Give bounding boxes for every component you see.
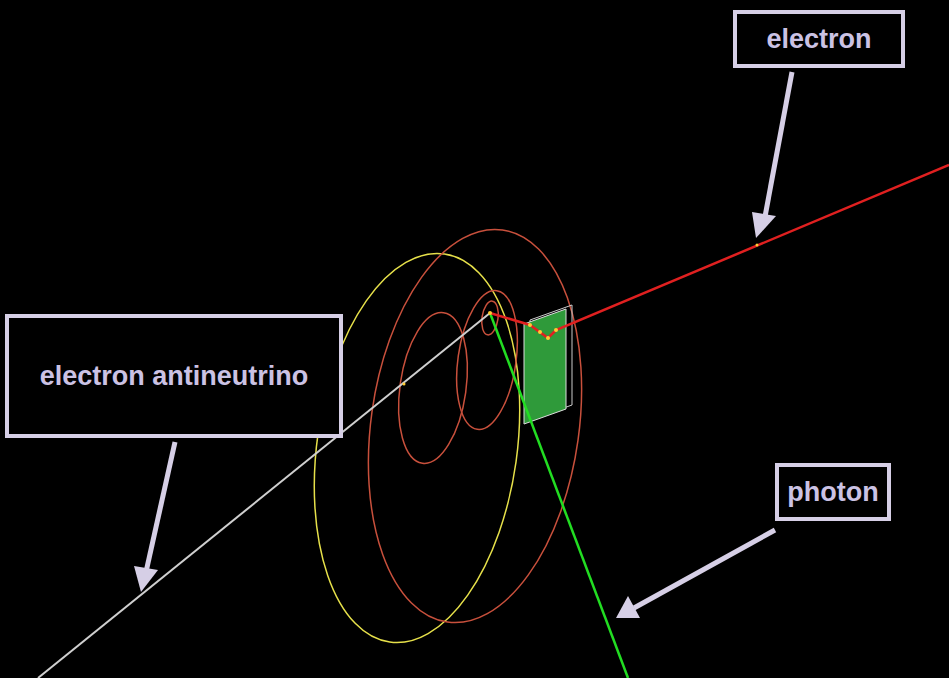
electron-track [490, 165, 949, 338]
label-box: photon [775, 463, 891, 521]
hit-points [403, 244, 759, 386]
antineutrino-track [38, 313, 490, 678]
label-box: electron [733, 10, 905, 68]
red-disk [344, 215, 605, 636]
particle-label: electron antineutrino [40, 358, 309, 394]
inner-ring [449, 287, 526, 434]
particle-label: electron [766, 21, 871, 57]
particle-label: photon [787, 474, 878, 510]
detector-plate [524, 305, 572, 424]
photon-track [490, 313, 628, 678]
yellow-disk [291, 240, 544, 656]
label-box: electron antineutrino [5, 314, 343, 438]
